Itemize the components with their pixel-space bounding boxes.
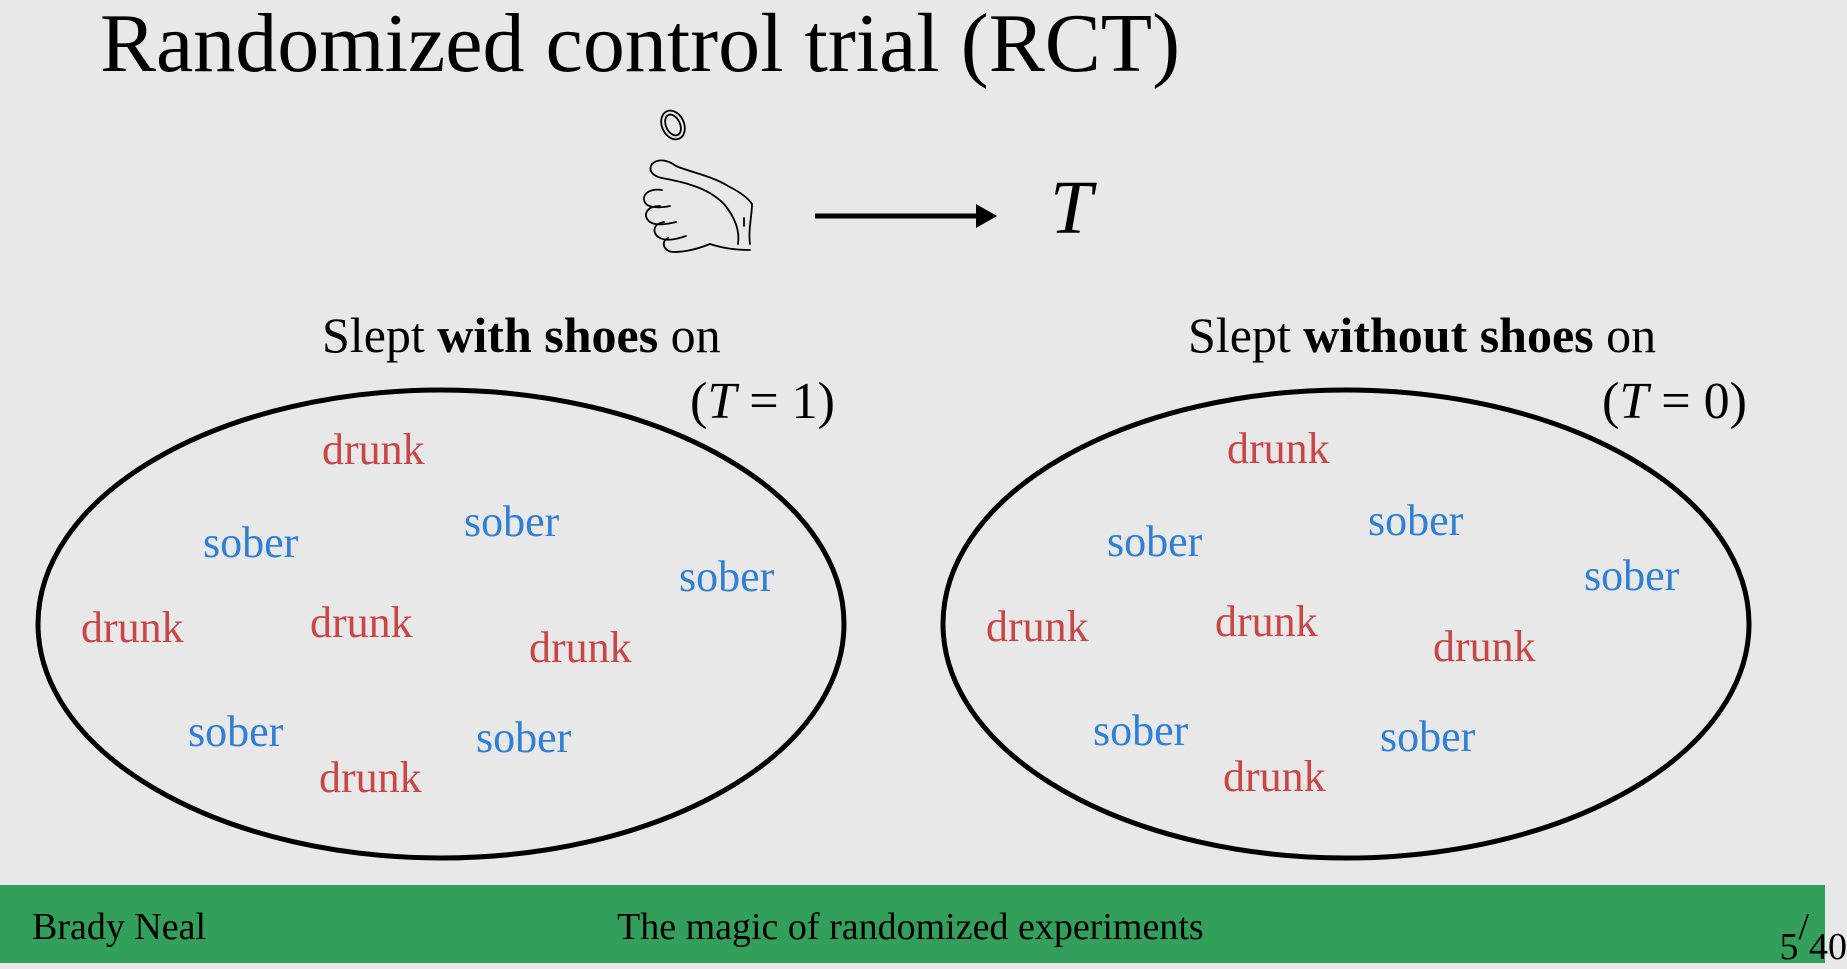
treated-unit: sober — [203, 518, 299, 567]
control-unit: sober — [1380, 712, 1476, 761]
control-assignment: (T = 0) — [1602, 373, 1747, 430]
treatment-variable: T — [1050, 166, 1093, 250]
control-unit: sober — [1093, 706, 1189, 755]
control-unit: drunk — [1215, 597, 1318, 646]
treated-unit: sober — [188, 707, 284, 756]
slide-footer: Brady Neal The magic of randomized exper… — [0, 885, 1847, 968]
footer-page-number: 5 / 40 — [1779, 906, 1847, 968]
control-unit: drunk — [1223, 752, 1326, 801]
control-unit: sober — [1368, 496, 1464, 545]
treated-unit: drunk — [529, 623, 632, 672]
treated-unit: drunk — [322, 425, 425, 474]
slide-title: Randomized control trial (RCT) — [100, 0, 1181, 90]
treated-unit: sober — [679, 552, 775, 601]
coin-flip-hand-icon — [643, 109, 753, 253]
control-group-label: Slept without shoes on — [1188, 307, 1657, 363]
treated-unit: drunk — [81, 603, 184, 652]
treated-group-label: Slept with shoes on — [322, 307, 721, 363]
control-unit: drunk — [1433, 622, 1536, 671]
treated-unit: sober — [476, 713, 572, 762]
control-unit: sober — [1107, 517, 1203, 566]
control-unit: sober — [1584, 551, 1680, 600]
footer-author: Brady Neal — [32, 906, 207, 948]
treated-assignment: (T = 1) — [690, 373, 835, 430]
control-unit: drunk — [1227, 424, 1330, 473]
treated-unit: drunk — [310, 598, 413, 647]
footer-section-title: The magic of randomized experiments — [617, 906, 1204, 948]
treated-unit: drunk — [319, 753, 422, 802]
right-arrow-icon — [815, 204, 997, 228]
treated-unit: sober — [464, 497, 560, 546]
control-unit: drunk — [986, 602, 1089, 651]
